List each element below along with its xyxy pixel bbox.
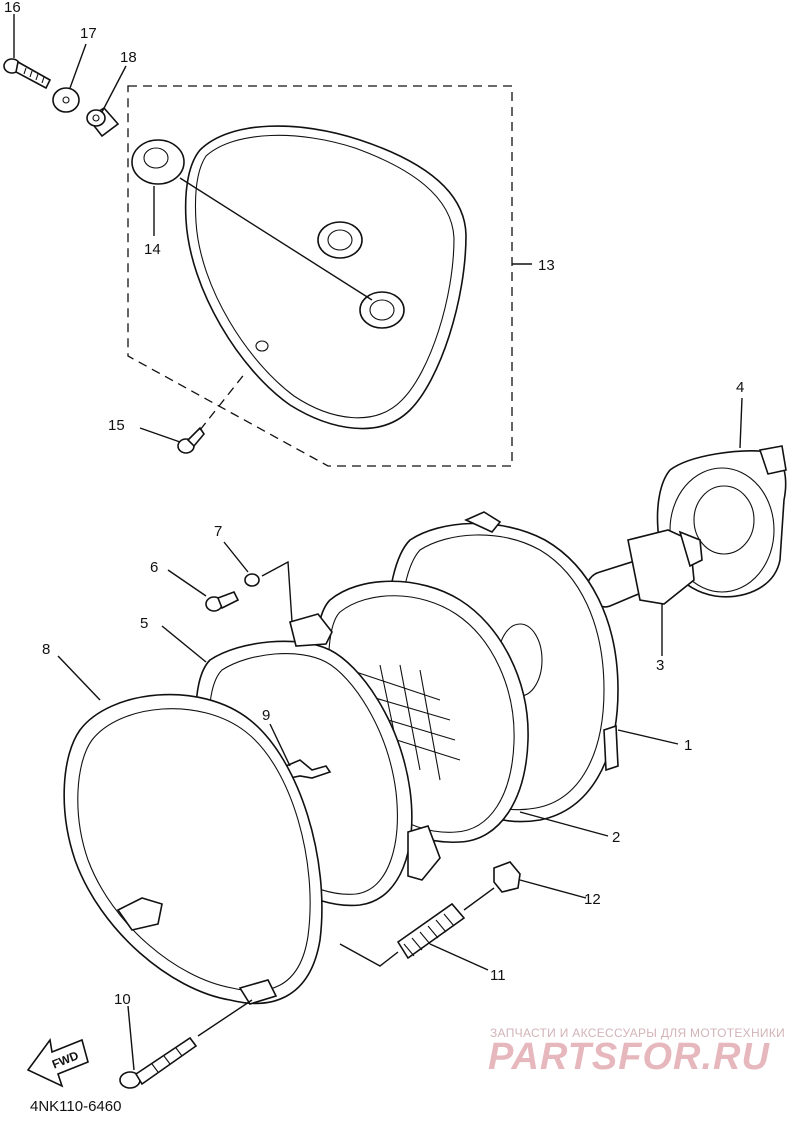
assembly-line-14 [179, 177, 373, 301]
callout-12: 12 [584, 891, 601, 908]
watermark-logo: PARTSFOR.RU [488, 1036, 770, 1078]
washer-17 [52, 87, 80, 113]
callout-3: 3 [656, 657, 664, 674]
screw-15 [177, 426, 205, 454]
callout-6: 6 [150, 559, 158, 576]
callout-16: 16 [4, 0, 21, 16]
watermark-tagline: ЗАПЧАСТИ И АКСЕССУАРЫ ДЛЯ МОТОТЕХНИКИ [490, 1026, 786, 1040]
grommet-14 [131, 139, 185, 185]
assembly-line-11 [339, 943, 399, 967]
assembly-line-12 [463, 887, 495, 911]
headlight-housing [184, 125, 467, 430]
clip-12 [493, 861, 521, 893]
bolt-10 [119, 1036, 198, 1089]
callout-10: 10 [114, 991, 131, 1008]
callout-11: 11 [490, 967, 506, 984]
callout-5: 5 [140, 615, 148, 632]
screw-6 [205, 590, 240, 612]
spring-11 [396, 902, 466, 960]
nut-7 [244, 573, 260, 587]
callout-2: 2 [612, 829, 620, 846]
callout-4: 4 [736, 379, 744, 396]
leader-7-line [261, 560, 293, 623]
callout-7: 7 [214, 523, 222, 540]
callout-17: 17 [80, 25, 97, 42]
diagram-code: 4NK110-6460 [30, 1098, 122, 1115]
bolt-16 [3, 58, 52, 90]
callout-leaders [13, 14, 743, 1071]
collar-18 [86, 106, 120, 138]
callout-18: 18 [120, 49, 137, 66]
fwd-arrow-icon: FWD [26, 1037, 89, 1088]
headlight-rim-8 [63, 693, 323, 1005]
assembly-13-dashed-outline [127, 85, 513, 467]
assembly-line-15 [199, 371, 247, 431]
assembly-line-10 [197, 999, 253, 1037]
callout-9: 9 [262, 707, 270, 724]
callout-1: 1 [684, 737, 692, 754]
callout-13: 13 [538, 257, 555, 274]
callout-14: 14 [144, 241, 161, 258]
bulb-3 [586, 529, 703, 608]
callout-15: 15 [108, 417, 125, 434]
callout-8: 8 [42, 641, 50, 658]
